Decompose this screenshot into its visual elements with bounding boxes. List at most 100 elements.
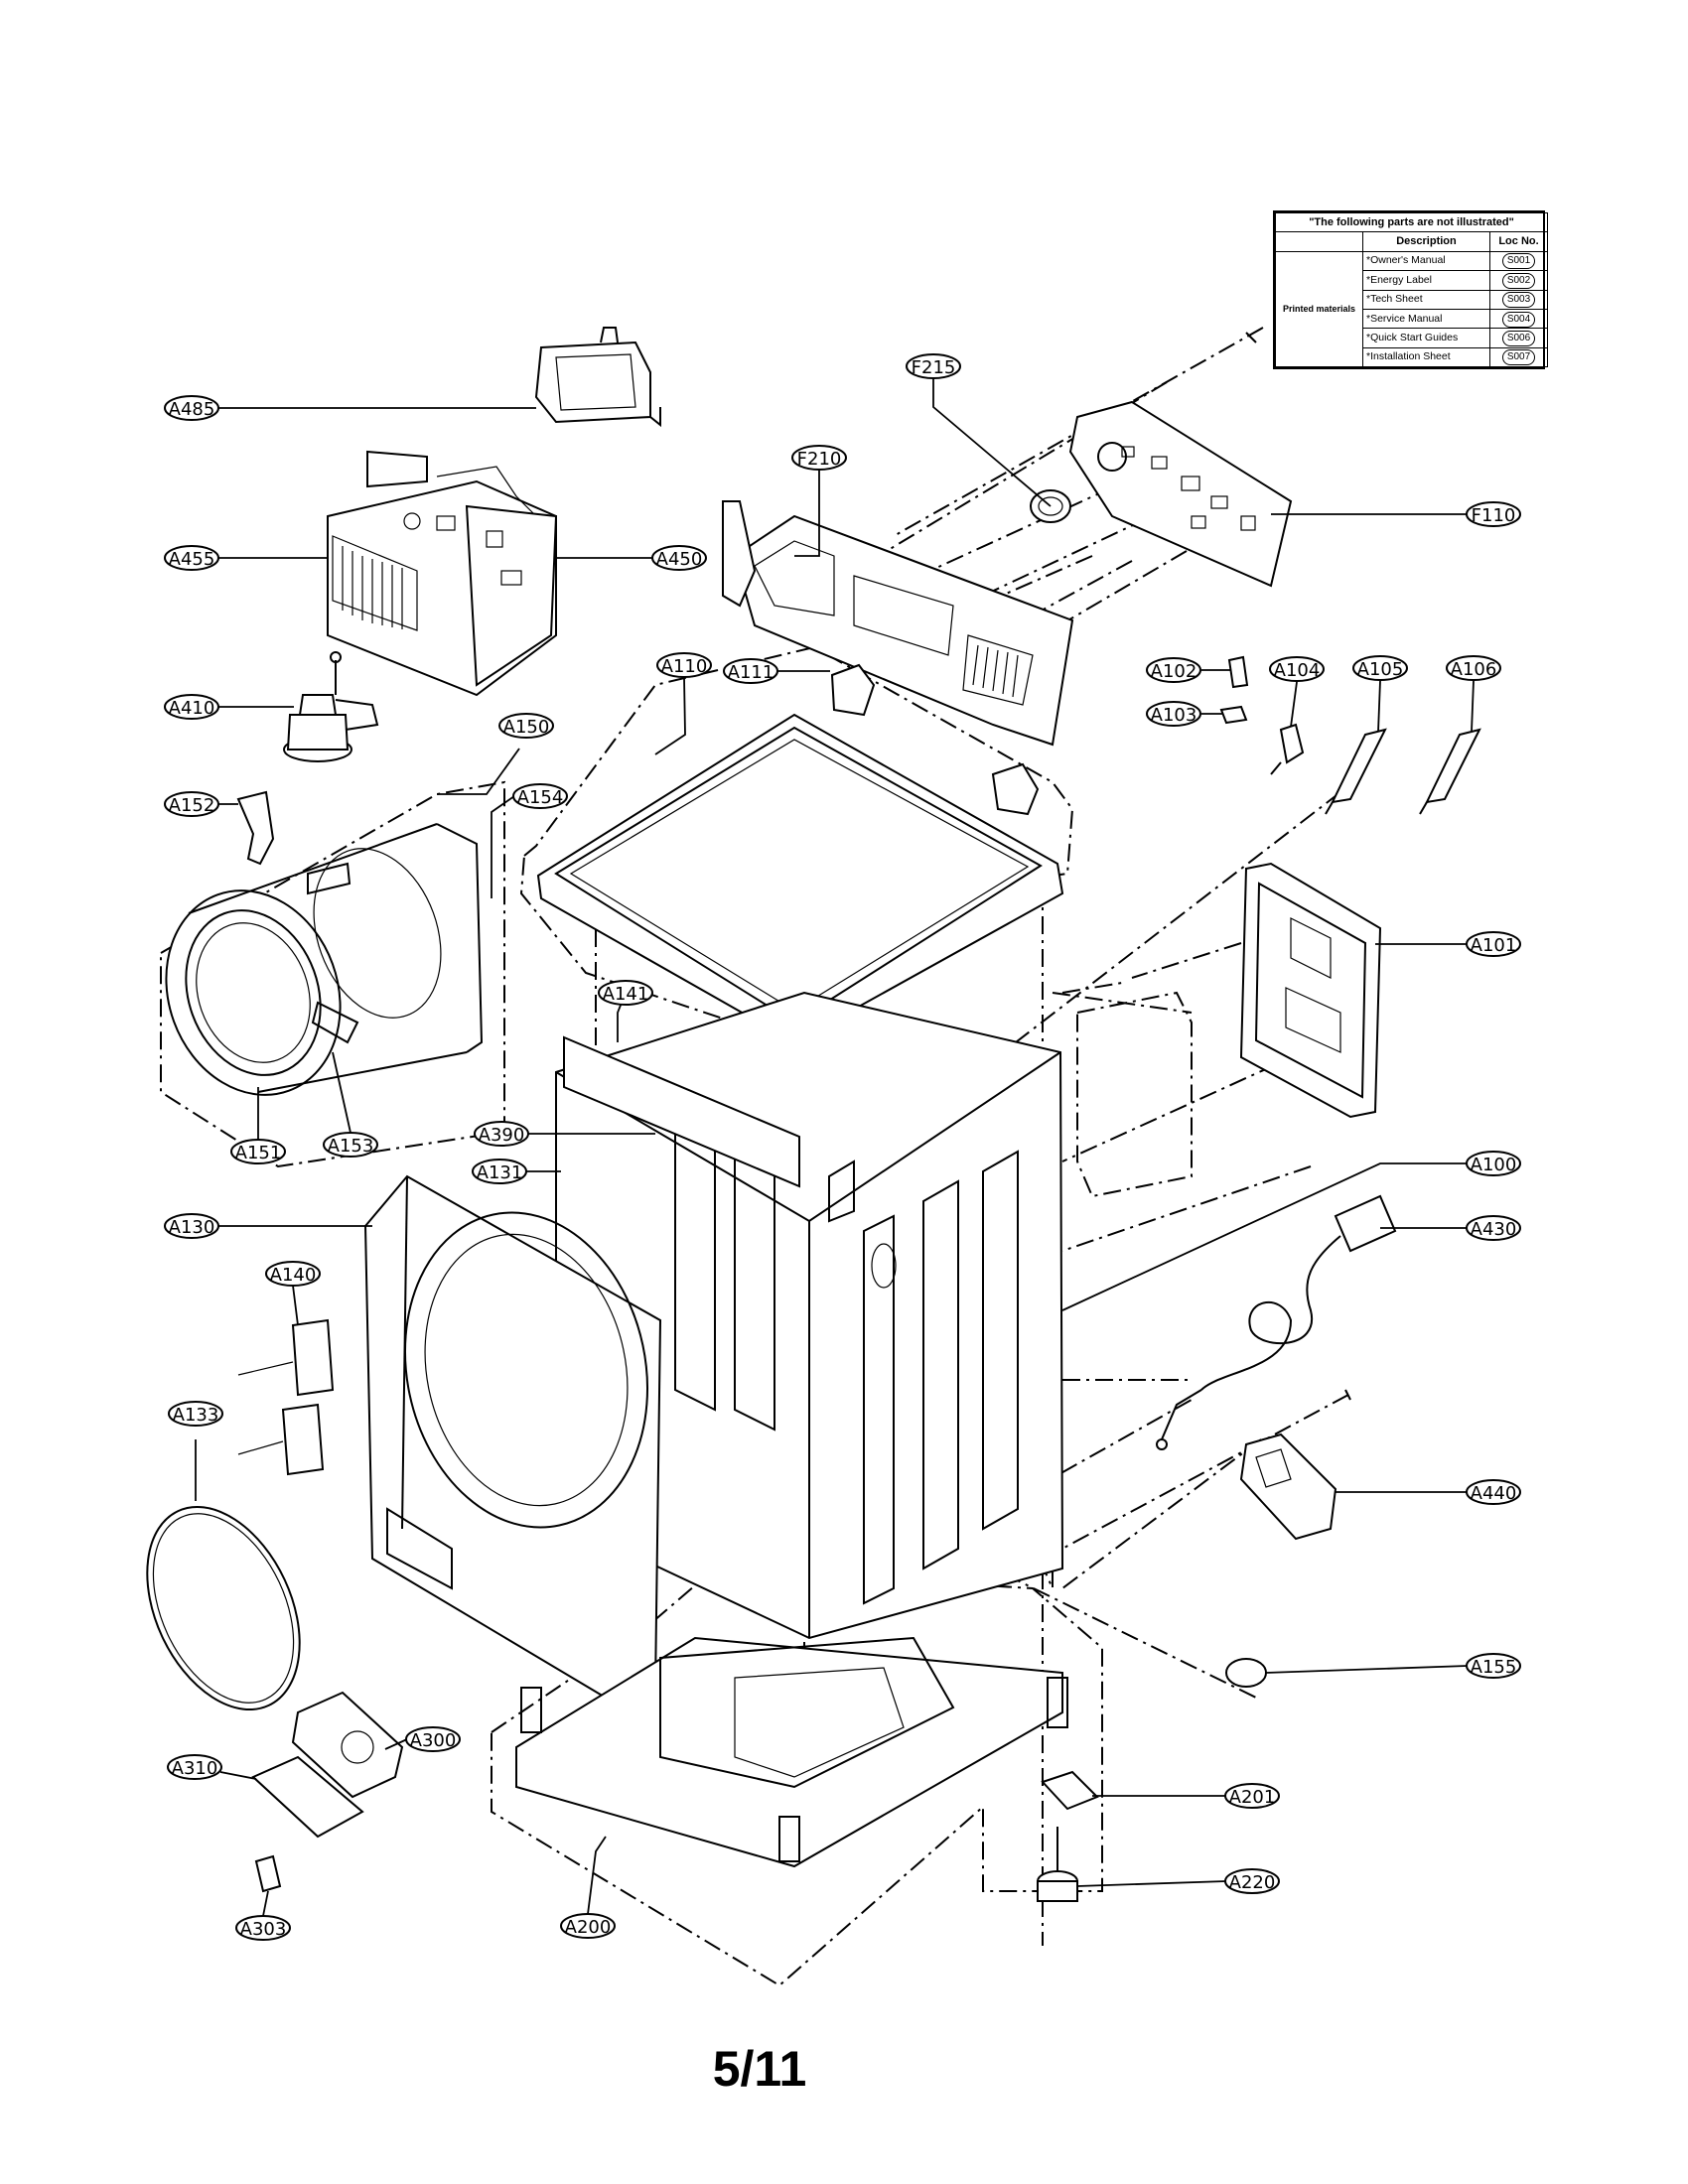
part-a130-door [363,1174,662,1714]
callout-f210[interactable]: F210 [791,445,847,471]
svg-text:A220: A220 [1229,1872,1276,1893]
page-number: 5/11 [712,2041,807,2097]
table-header-loc: Loc No. [1488,231,1549,252]
base-dashed-outline [491,1567,1103,1987]
callout-a220[interactable]: A220 [1224,1868,1280,1894]
callout-a440[interactable]: A440 [1466,1479,1521,1505]
part-a101-rear-panel [1239,862,1382,1119]
callout-a141[interactable]: A141 [598,980,653,1006]
svg-text:A130: A130 [169,1217,215,1238]
svg-text:A300: A300 [410,1730,457,1751]
part-a300-a310-dispenser [251,1691,404,1839]
svg-text:A155: A155 [1471,1657,1517,1678]
svg-text:A103: A103 [1151,705,1197,726]
callout-a106[interactable]: A106 [1446,655,1501,681]
callout-a102[interactable]: A102 [1146,657,1201,683]
part-a410-pump [283,651,379,762]
svg-text:A410: A410 [169,698,215,719]
svg-text:A104: A104 [1274,660,1321,681]
part-a201-bracket [1041,1770,1099,1811]
callout-a152[interactable]: A152 [164,791,219,817]
callout-a310[interactable]: A310 [167,1754,222,1780]
svg-text:A105: A105 [1357,659,1404,680]
svg-text:A133: A133 [173,1405,219,1426]
callout-a130[interactable]: A130 [164,1213,219,1239]
callout-a200[interactable]: A200 [560,1913,616,1939]
part-a455-a450-pcb [327,450,558,697]
callout-a133[interactable]: A133 [168,1401,223,1427]
part-a220-foot [1037,1827,1078,1902]
svg-text:A140: A140 [270,1265,317,1286]
row-loc: S001 [1501,253,1536,270]
part-a150-tub [165,823,484,1096]
table-category: Printed materials [1275,250,1363,368]
svg-text:A151: A151 [235,1143,282,1163]
row-description: *Tech Sheet [1362,289,1490,310]
callout-a201[interactable]: A201 [1224,1783,1280,1809]
svg-text:A111: A111 [728,662,774,683]
row-description: *Installation Sheet [1362,346,1490,368]
svg-text:A201: A201 [1229,1787,1276,1808]
table-row: *Service Manual S004 [1276,308,1549,330]
svg-text:A154: A154 [517,787,564,808]
table-row: *Energy Label S002 [1276,270,1549,291]
rear-dashed-box [1076,991,1193,1198]
callout-a150[interactable]: A150 [498,713,554,739]
svg-text:A131: A131 [477,1162,523,1183]
callout-a155[interactable]: A155 [1466,1653,1521,1679]
svg-text:A150: A150 [503,717,550,738]
callout-a485[interactable]: A485 [164,395,219,421]
callout-a111[interactable]: A111 [723,658,778,684]
part-small-components [1219,655,1481,815]
svg-text:A106: A106 [1451,659,1497,680]
callout-leader-lines [195,379,1475,1917]
callout-a104[interactable]: A104 [1269,656,1325,682]
part-a430-cord [1156,1194,1397,1450]
svg-text:A440: A440 [1471,1483,1517,1504]
callout-f215[interactable]: F215 [906,353,961,379]
svg-text:A153: A153 [328,1136,374,1157]
svg-text:A110: A110 [661,656,708,677]
svg-text:A430: A430 [1471,1219,1517,1240]
svg-text:A200: A200 [565,1917,612,1938]
part-a485-box [534,327,661,428]
callout-a153[interactable]: A153 [323,1132,378,1158]
part-a133-ring [146,1505,301,1711]
callout-f110[interactable]: F110 [1466,501,1521,527]
table-title: "The following parts are not illustrated… [1274,211,1549,233]
svg-text:A455: A455 [169,549,215,570]
svg-text:F110: F110 [1472,505,1516,526]
svg-text:F215: F215 [912,357,956,378]
callout-a430[interactable]: A430 [1466,1215,1521,1241]
callout-a101[interactable]: A101 [1466,931,1521,957]
table-row: *Tech Sheet S003 [1276,289,1549,310]
callout-a151[interactable]: A151 [230,1139,286,1164]
row-loc: S003 [1501,292,1536,309]
svg-text:A152: A152 [169,795,215,816]
callout-a140[interactable]: A140 [265,1261,321,1287]
part-a200-base [515,1636,1068,1868]
part-a133-ring-inner [152,1513,295,1704]
callout-a105[interactable]: A105 [1352,655,1408,681]
part-a440-lock [1239,1389,1351,1541]
callout-a455[interactable]: A455 [164,545,219,571]
svg-text:A450: A450 [656,549,703,570]
part-a152-handle [236,790,275,866]
callout-a450[interactable]: A450 [651,545,707,571]
row-description: *Owner's Manual [1362,250,1490,272]
part-a110-top-plate [536,663,1064,1044]
callout-a110[interactable]: A110 [656,652,712,678]
callout-a103[interactable]: A103 [1146,701,1201,727]
row-loc: S004 [1501,311,1536,328]
callout-a100[interactable]: A100 [1466,1151,1521,1176]
callout-a390[interactable]: A390 [474,1121,529,1147]
row-description: *Energy Label [1362,270,1490,291]
callout-a410[interactable]: A410 [164,694,219,720]
callout-a303[interactable]: A303 [235,1915,291,1941]
callout-a131[interactable]: A131 [472,1159,527,1184]
callout-a300[interactable]: A300 [405,1726,461,1752]
callout-a154[interactable]: A154 [512,783,568,809]
row-description: *Service Manual [1362,308,1490,330]
svg-text:A485: A485 [169,399,215,420]
